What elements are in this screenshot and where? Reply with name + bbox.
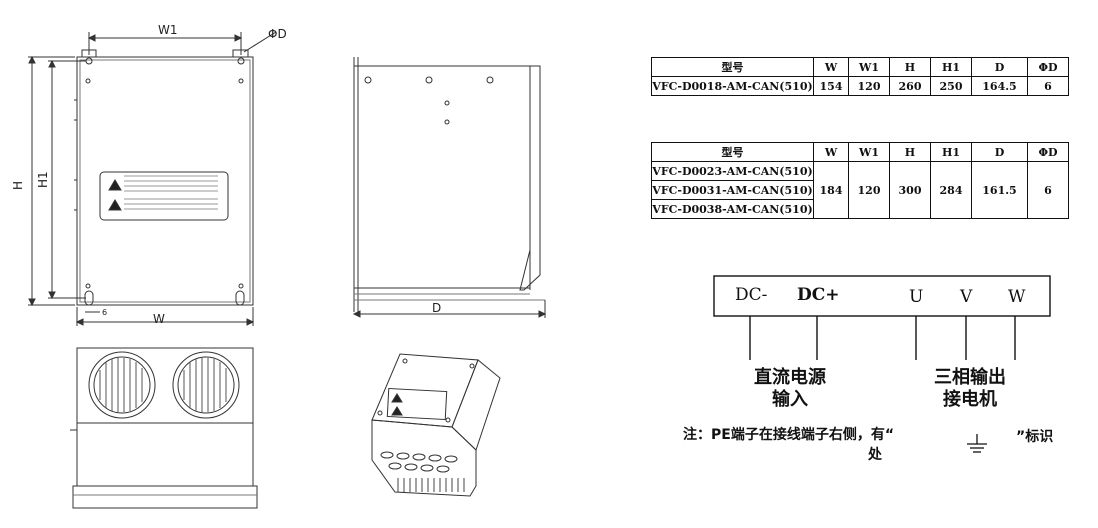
cell-w: 184 <box>813 161 849 219</box>
output-line1: 三相输出 <box>934 367 1006 388</box>
spec-table-2: 型号 W W1 H H1 D ΦD VFC-D0023-AM-CAN(510) … <box>651 142 1069 219</box>
cell-h1: 284 <box>930 161 972 219</box>
cell-model: VFC-D0038-AM-CAN(510) <box>651 199 814 219</box>
header-w: W <box>813 142 849 162</box>
cell-w: 154 <box>813 76 849 96</box>
header-h1: H1 <box>930 142 972 162</box>
ground-icon <box>967 434 987 453</box>
cell-h: 260 <box>889 76 931 96</box>
dim-h-label: H <box>11 181 25 190</box>
header-model: 型号 <box>651 57 814 77</box>
output-line2: 接电机 <box>943 389 997 410</box>
spec-table-1: 型号 W W1 H H1 D ΦD VFC-D0018-AM-CAN(510) … <box>651 57 1069 96</box>
header-w1: W1 <box>848 142 890 162</box>
cell-phi-d: 6 <box>1027 76 1069 96</box>
dc-input-line2: 输入 <box>772 389 808 410</box>
header-phi-d: ΦD <box>1027 142 1069 162</box>
terminal-u-label: U <box>909 287 924 307</box>
table-header-row: 型号 W W1 H H1 D ΦD <box>651 142 1069 162</box>
table-row: VFC-D0038-AM-CAN(510) <box>651 199 1069 219</box>
dim-h1-label: H1 <box>36 171 50 188</box>
dim-phi-d-label: ΦD <box>268 27 287 41</box>
cell-phi-d: 6 <box>1027 161 1069 219</box>
header-phi-d: ΦD <box>1027 57 1069 77</box>
header-h: H <box>889 57 931 77</box>
header-d: D <box>971 142 1028 162</box>
header-w1: W1 <box>848 57 890 77</box>
header-w: W <box>813 57 849 77</box>
header-h1: H1 <box>930 57 972 77</box>
pe-note-wrap: 处 <box>868 447 882 463</box>
table-row: VFC-D0018-AM-CAN(510) 154 120 260 250 16… <box>651 76 1069 96</box>
dim-w1-label: W1 <box>158 23 178 37</box>
dim-d-label: D <box>432 301 441 315</box>
isometric-view <box>371 353 501 497</box>
terminal-w-label: W <box>1008 287 1026 307</box>
cell-d: 161.5 <box>971 161 1028 219</box>
terminal-dc-plus-label: DC+ <box>797 285 840 305</box>
dc-input-label: 直流电源 输入 <box>740 367 840 411</box>
cell-w1: 120 <box>848 76 890 96</box>
cell-model: VFC-D0018-AM-CAN(510) <box>651 76 814 96</box>
cell-model: VFC-D0023-AM-CAN(510) <box>651 161 814 181</box>
header-h: H <box>889 142 931 162</box>
pe-note-prefix: 注：PE端子在接线端子右侧，有“ <box>683 427 895 443</box>
cell-w1: 120 <box>848 161 890 219</box>
pe-note: 注：PE端子在接线端子右侧，有“ <box>683 426 1083 444</box>
cell-d: 164.5 <box>971 76 1028 96</box>
table-row: VFC-D0023-AM-CAN(510) 184 120 300 284 16… <box>651 161 1069 219</box>
terminal-block <box>713 275 1051 360</box>
pe-note-suffix: ”标识 <box>1016 429 1054 445</box>
header-d: D <box>971 57 1028 77</box>
terminal-dc-minus-label: DC- <box>735 285 768 305</box>
cell-h: 300 <box>889 161 931 219</box>
cell-h1: 250 <box>930 76 972 96</box>
terminal-v-label: V <box>960 287 973 307</box>
dim-small-6-label: 6 <box>102 308 107 317</box>
bottom-view <box>70 347 258 509</box>
cell-model: VFC-D0031-AM-CAN(510) <box>651 180 814 200</box>
table-header-row: 型号 W W1 H H1 D ΦD <box>651 57 1069 77</box>
front-view <box>28 31 277 326</box>
side-view <box>352 57 547 318</box>
three-phase-output-label: 三相输出 接电机 <box>920 367 1020 411</box>
header-model: 型号 <box>651 142 814 162</box>
dc-input-line1: 直流电源 <box>754 367 826 388</box>
table-row: VFC-D0031-AM-CAN(510) <box>651 180 1069 200</box>
dim-w-label: W <box>153 312 165 326</box>
